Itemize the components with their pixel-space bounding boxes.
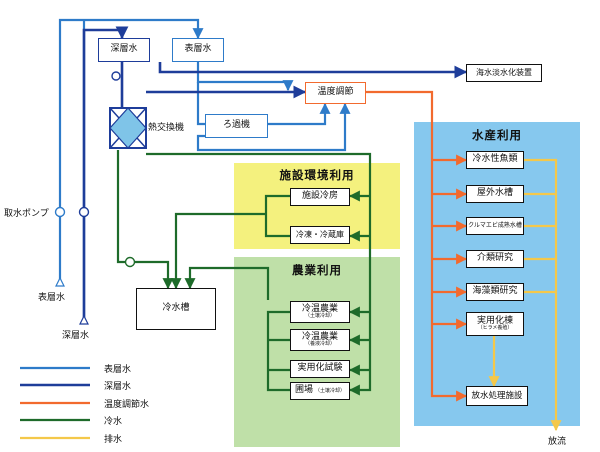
facility-item-2: 冷凍・冷蔵庫 xyxy=(290,226,350,244)
legend-cold: 冷水 xyxy=(104,417,123,427)
aqua-item-sub: （ヒラメ養殖） xyxy=(477,325,513,332)
agri-item-sub: （土壌冷却） xyxy=(304,313,335,320)
legend-deep: 深層水 xyxy=(104,382,132,392)
aqua-item-label: 屋外水槽 xyxy=(476,188,513,199)
agri-item-label: 実用化試験 xyxy=(297,363,343,374)
intake-icon xyxy=(79,314,89,325)
surface-water-label: 表層水 xyxy=(184,44,212,55)
chiller-tank-label: 冷水槽 xyxy=(162,303,190,314)
desal-box: 海水淡水化装置 xyxy=(466,64,542,82)
aqua-item-4: 介類研究 xyxy=(466,250,524,268)
deep-water-box: 深層水 xyxy=(98,38,150,62)
aqua-item-6: 実用化棟 （ヒラメ養殖） xyxy=(466,312,524,336)
pump-icon xyxy=(54,206,66,218)
aqua-item-2: 屋外水槽 xyxy=(466,185,524,203)
facility-title: 施設環境利用 xyxy=(279,168,355,182)
agri-item-label: 冷温農業 xyxy=(301,303,338,314)
desal-label: 海水淡水化装置 xyxy=(476,67,532,77)
facility-item-label: 冷凍・冷蔵庫 xyxy=(296,229,344,239)
treatment-label: 放水処理施設 xyxy=(471,390,523,401)
filter-box: ろ過機 xyxy=(205,114,268,138)
agri-item-1: 冷温農業 （土壌冷却） xyxy=(290,301,350,323)
aqua-title: 水産利用 xyxy=(472,128,522,142)
pump-label: 取水ポンプ xyxy=(4,209,49,219)
intake-deep-label: 深層水 xyxy=(62,331,90,341)
agri-item-sub: （養液冷却） xyxy=(304,341,335,348)
legend-temp: 温度調節水 xyxy=(104,400,150,410)
filter-label: ろ過機 xyxy=(222,120,250,131)
temp-control-label: 温度調節 xyxy=(317,87,354,98)
facility-item-label: 施設冷房 xyxy=(301,191,338,202)
aqua-item-label: 冷水性魚類 xyxy=(472,154,518,165)
treatment-box: 放水処理施設 xyxy=(466,386,528,406)
heat-exchanger-icon xyxy=(109,107,147,149)
temp-control-box: 温度調節 xyxy=(305,82,366,104)
deep-water-label: 深層水 xyxy=(110,44,138,55)
agri-item-3: 実用化試験 xyxy=(290,360,350,378)
aqua-item-1: 冷水性魚類 xyxy=(466,151,524,169)
intake-surface-label: 表層水 xyxy=(38,293,66,303)
aqua-item-label: 海藻類研究 xyxy=(472,286,518,297)
discharge-label: 放流 xyxy=(548,437,567,447)
agri-item-label: 圃場 xyxy=(294,385,313,396)
intake-icon xyxy=(55,276,65,287)
agri-item-4: 圃場 （土壌冷却） xyxy=(290,382,350,400)
pump-icon xyxy=(78,206,90,218)
agri-title: 農業利用 xyxy=(292,263,342,277)
agri-item-label: 冷温農業 xyxy=(301,331,338,342)
agri-region: 農業利用 xyxy=(234,257,400,447)
legend-drain: 排水 xyxy=(104,435,123,445)
aqua-item-3: クルマエビ成熟水槽 xyxy=(466,217,524,235)
legend-surface: 表層水 xyxy=(104,365,132,375)
pump-icon xyxy=(111,71,121,81)
pump-icon xyxy=(124,256,136,268)
aqua-item-label: クルマエビ成熟水槽 xyxy=(468,221,522,229)
aqua-item-5: 海藻類研究 xyxy=(466,283,524,301)
facility-item-1: 施設冷房 xyxy=(290,188,350,206)
surface-water-box: 表層水 xyxy=(172,38,224,62)
aqua-item-label: 実用化棟 xyxy=(476,315,513,326)
aqua-region: 水産利用 xyxy=(414,122,580,426)
aqua-item-label: 介類研究 xyxy=(476,253,513,264)
agri-item-2: 冷温農業 （養液冷却） xyxy=(290,329,350,351)
agri-item-sub: （土壌冷却） xyxy=(315,387,346,394)
chiller-tank-box: 冷水槽 xyxy=(136,288,216,330)
heat-exchanger-label: 熱交換機 xyxy=(148,123,185,133)
